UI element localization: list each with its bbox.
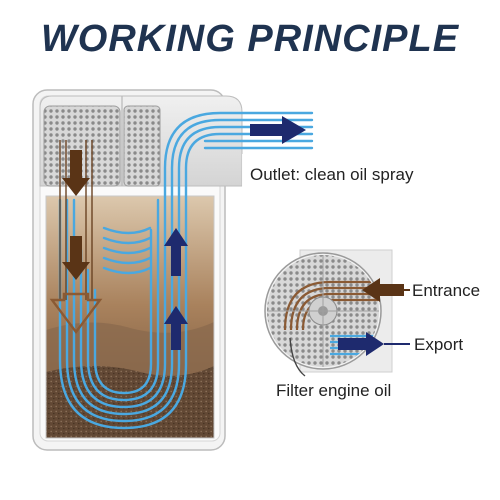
top-view-inset xyxy=(260,250,410,380)
filter-housing xyxy=(33,90,242,450)
entrance-label: Entrance xyxy=(412,281,480,300)
outlet-callout: Outlet: clean oil spray xyxy=(242,154,442,194)
outlet-label: Outlet: clean oil spray xyxy=(250,165,414,184)
filter-engine-oil-label: Filter engine oil xyxy=(276,381,391,400)
export-label: Export xyxy=(414,335,463,354)
